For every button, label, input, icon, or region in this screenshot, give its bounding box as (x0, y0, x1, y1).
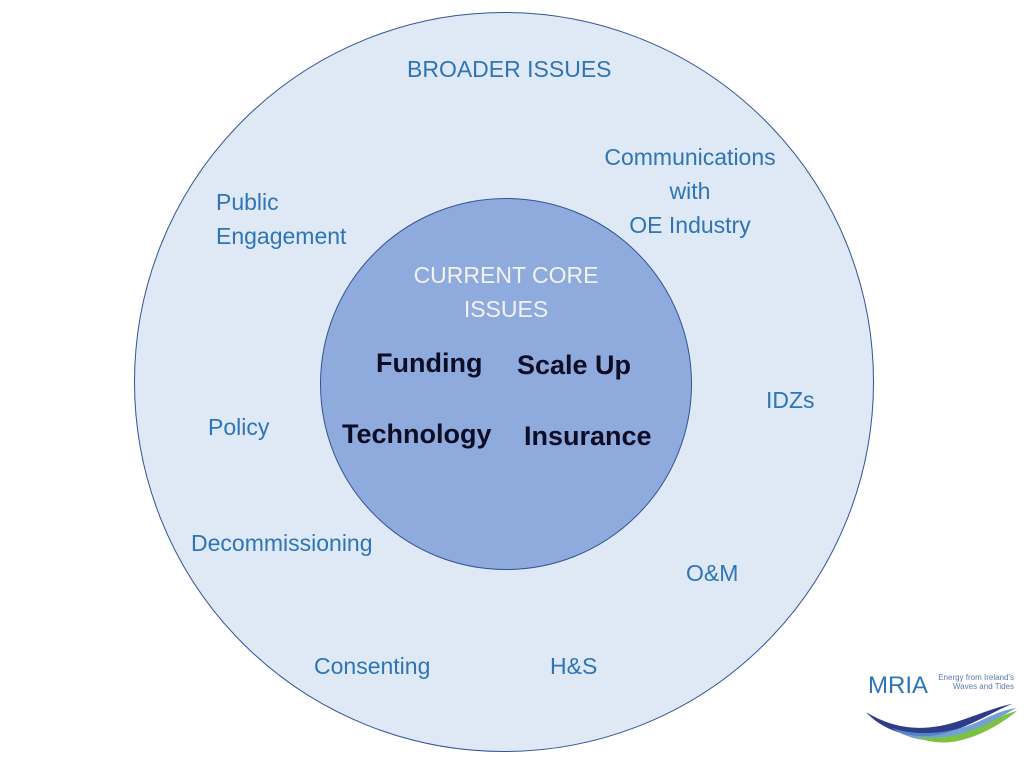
logo-wave-icon (866, 704, 1017, 743)
label-public-engagement: Public Engagement (216, 185, 346, 253)
core-issues-circle (320, 198, 692, 570)
logo-tagline: Energy from Ireland's Waves and Tides (928, 673, 1014, 691)
label-om: O&M (686, 560, 739, 586)
inner-title-line-2: ISSUES (463, 296, 549, 322)
core-issue-funding: Funding (376, 348, 483, 378)
label-policy: Policy (208, 414, 270, 440)
label-idzs: IDZs (766, 387, 815, 413)
label-hs: H&S (550, 653, 598, 679)
label-public-engagement-line-1: Public (216, 189, 279, 215)
logo-tagline-line-2: Waves and Tides (952, 682, 1014, 691)
label-communications: Communications with OE Industry (590, 140, 790, 242)
inner-title: CURRENT CORE ISSUES (406, 258, 606, 326)
logo-wordmark: MRIA (868, 672, 928, 699)
label-communications-line-2: with (669, 178, 711, 204)
mria-logo: MRIA Energy from Ireland's Waves and Tid… (862, 668, 1018, 748)
label-consenting: Consenting (314, 653, 431, 679)
outer-title: BROADER ISSUES (407, 56, 612, 82)
label-public-engagement-line-2: Engagement (216, 223, 347, 249)
inner-title-line-1: CURRENT CORE (413, 262, 599, 288)
label-communications-line-3: OE Industry (629, 212, 751, 238)
label-communications-line-1: Communications (604, 144, 776, 170)
core-issue-insurance: Insurance (524, 421, 652, 451)
core-issue-technology: Technology (342, 419, 492, 449)
logo-tagline-line-1: Energy from Ireland's (938, 673, 1014, 682)
label-decommissioning: Decommissioning (191, 530, 373, 556)
core-issue-scale-up: Scale Up (517, 350, 632, 380)
